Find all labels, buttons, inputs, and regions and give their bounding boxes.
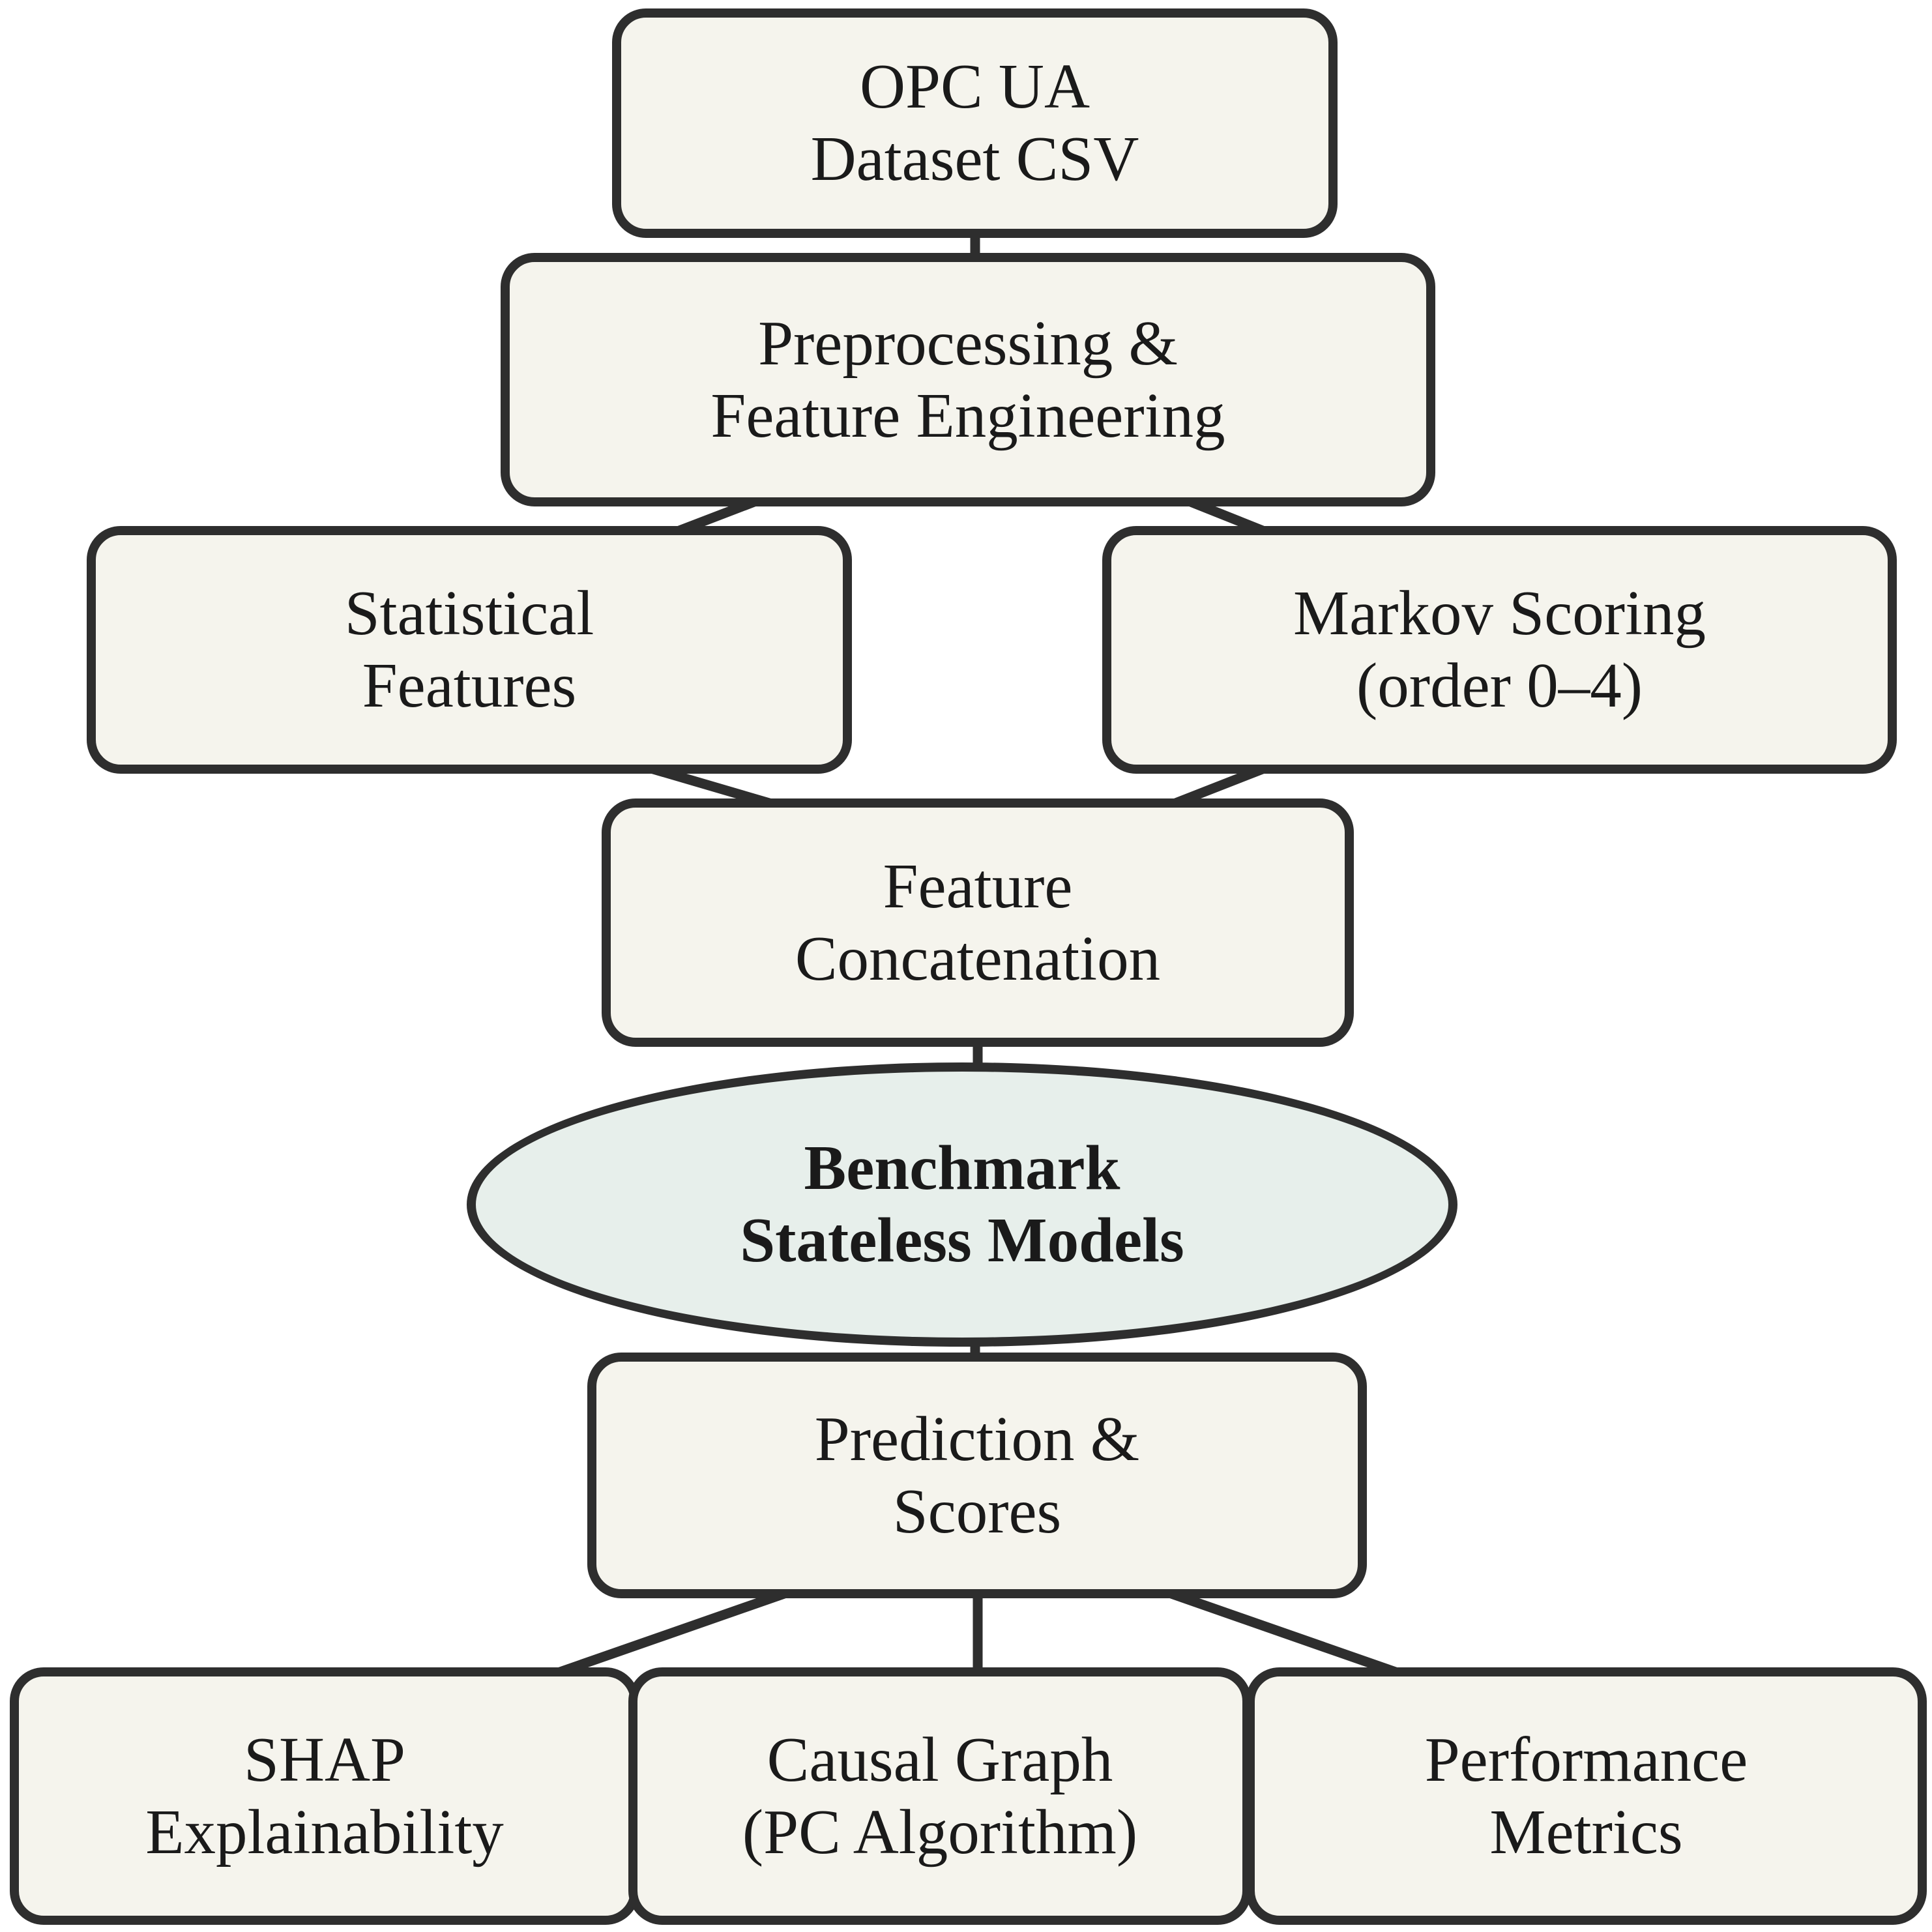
node-label-line: SHAP xyxy=(244,1724,405,1794)
node-label-line: OPC UA xyxy=(859,51,1090,122)
node-label-line: Concatenation xyxy=(795,923,1161,993)
node-label-line: Statistical xyxy=(344,578,594,649)
node-prediction-scores: Prediction & Scores xyxy=(587,1353,1367,1598)
node-label-line: (order 0–4) xyxy=(1356,651,1643,720)
node-label-line: Prediction & xyxy=(814,1403,1140,1474)
node-markov-scoring: Markov Scoring (order 0–4) xyxy=(1102,526,1897,774)
node-label-line: Features xyxy=(362,651,577,720)
node-label-line: Causal Graph xyxy=(767,1724,1113,1794)
node-shap-explainability: SHAP Explainability xyxy=(10,1667,639,1925)
node-label-line: Preprocessing & xyxy=(758,308,1178,378)
node-label-line: Stateless Models xyxy=(740,1205,1184,1275)
node-performance-metrics: Performance Metrics xyxy=(1246,1667,1927,1925)
node-label-line: Markov Scoring xyxy=(1293,578,1706,649)
node-label-line: Performance xyxy=(1424,1724,1748,1794)
edge-prediction-to-performance xyxy=(1156,1584,1422,1686)
node-label-line: Metrics xyxy=(1489,1796,1683,1867)
node-label-line: Scores xyxy=(892,1476,1062,1546)
node-opc-ua-dataset: OPC UA Dataset CSV xyxy=(612,8,1338,238)
edge-prediction-to-shap xyxy=(534,1584,799,1686)
node-statistical-features: Statistical Features xyxy=(87,526,852,774)
node-label-line: (PC Algorithm) xyxy=(742,1796,1138,1867)
node-label-line: Feature xyxy=(883,851,1073,921)
node-feature-concatenation: Feature Concatenation xyxy=(602,798,1354,1047)
node-label-line: Explainability xyxy=(145,1796,504,1867)
node-benchmark-stateless-models: Benchmark Stateless Models xyxy=(467,1062,1457,1347)
node-label-line: Feature Engineering xyxy=(710,380,1225,450)
node-label-line: Dataset CSV xyxy=(810,124,1139,194)
node-preprocessing: Preprocessing & Feature Engineering xyxy=(501,253,1435,506)
node-label-line: Benchmark xyxy=(804,1133,1120,1203)
node-causal-graph: Causal Graph (PC Algorithm) xyxy=(628,1667,1251,1925)
